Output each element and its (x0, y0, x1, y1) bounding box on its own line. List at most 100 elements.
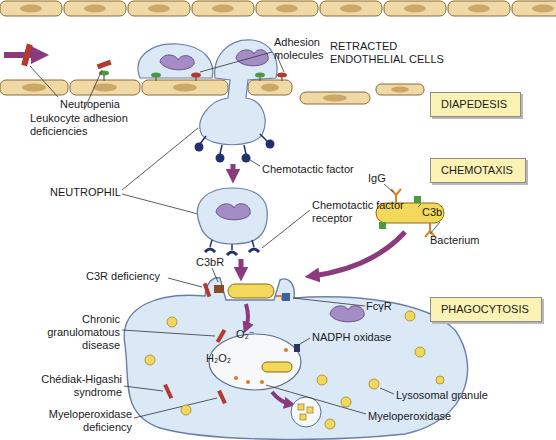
neutrophil (200, 40, 277, 145)
illustration-part (284, 348, 288, 352)
illustration-part (249, 249, 259, 252)
nucleus (330, 306, 364, 322)
flow-arrow (312, 232, 405, 276)
phagocyte (124, 278, 467, 440)
illustration-part (260, 380, 264, 384)
flow-arrow (239, 259, 244, 274)
illustration-part (323, 95, 347, 102)
illustration-part (227, 252, 237, 255)
part-label: Lysosomal granule (396, 389, 488, 402)
part-label: FcγR (366, 300, 392, 313)
part-label: O₂⁻ (236, 328, 255, 341)
illustration-part (195, 143, 204, 152)
part-label: Myeloperoxidase (368, 410, 451, 423)
illustration-part (145, 355, 155, 365)
fc-receptor (282, 293, 290, 301)
stage-box: CHEMOTAXIS (430, 158, 526, 183)
c3b-fragment (414, 196, 421, 203)
illustration-part (266, 140, 275, 149)
leader-line (134, 398, 217, 418)
illustration-part (22, 84, 46, 92)
part-label: IgG (368, 172, 386, 185)
illustration-part (93, 84, 117, 92)
part-label: Bacterium (430, 234, 480, 247)
illustration-part (277, 73, 287, 78)
illustration-part (307, 407, 313, 413)
illustration-part (261, 84, 279, 92)
leader-line (266, 385, 366, 414)
flow-arrow (246, 304, 248, 328)
illustration-part (300, 414, 306, 420)
illustration-part (0, 1, 62, 16)
block-bar (163, 384, 173, 399)
part-label: Chédiak-Higashi syndrome (28, 373, 122, 399)
adhesion-molecule-head (99, 71, 287, 78)
illustration-part (405, 311, 415, 321)
block-bar (217, 390, 227, 404)
illustration-part (191, 73, 201, 78)
leader-line (262, 210, 310, 248)
illustration-part (300, 92, 370, 104)
chemotactic-factor-receptor (205, 240, 259, 255)
illustration-part (468, 5, 490, 13)
leader-line (122, 330, 215, 336)
illustration-part (151, 73, 161, 78)
part-label: C3bR (196, 256, 224, 269)
illustration-part (255, 73, 265, 78)
part-label: Chronic granulomatous disease (38, 313, 120, 352)
block-bar (97, 60, 112, 69)
illustration-part (436, 376, 444, 384)
myeloperoxidase-dot (234, 348, 288, 384)
illustration-part (173, 84, 197, 92)
illustration-part (216, 154, 225, 163)
bacterium (228, 284, 274, 298)
illustration-part (325, 419, 335, 429)
stage-box: DIAPEDESIS (430, 92, 521, 117)
illustration-part (142, 80, 228, 95)
illustration-part (369, 379, 379, 389)
digested-bacterium (298, 404, 313, 420)
leader-line (300, 338, 310, 344)
illustration-part (404, 5, 426, 13)
igg-antibody (276, 296, 282, 300)
c3b-receptor (214, 285, 224, 293)
illustration-part (244, 145, 246, 154)
illustration-part (448, 1, 510, 16)
illustration-part (260, 134, 267, 141)
illustration-part (248, 80, 292, 95)
illustration-part (242, 154, 251, 163)
illustration-part (231, 244, 233, 250)
illustration-part (376, 84, 424, 95)
part-label: Neutropenia (60, 98, 120, 111)
leader-line (122, 128, 198, 190)
nucleus (160, 55, 194, 70)
illustration-part (384, 1, 446, 16)
part-label: Chemotactic factor receptor (312, 199, 422, 225)
flow-arrow (231, 164, 236, 176)
illustration-part (252, 240, 254, 247)
part-label: Myeloperoxidase deficiency (38, 408, 132, 434)
block-bar (203, 283, 212, 298)
c3b-fragment (379, 222, 386, 229)
illustration-part (276, 5, 298, 13)
part-label: H₂O₂ (206, 352, 231, 365)
part-label: NADPH oxidase (312, 331, 391, 344)
part-label: Chemotactic factor (262, 163, 354, 176)
illustration-part (298, 404, 304, 410)
leader-line (200, 52, 272, 72)
chemotactic-factor (200, 134, 267, 154)
part-label: C3b (422, 206, 442, 219)
illustration-part (84, 5, 106, 13)
part-label: Adhesion molecules (274, 36, 338, 62)
flow-arrow (272, 392, 290, 404)
stage-title: DIAPEDESIS (441, 98, 510, 111)
leader-line (122, 194, 198, 214)
nadph-oxidase (294, 344, 300, 352)
block-bar (216, 329, 226, 343)
illustration-part (181, 405, 191, 415)
illustration-part (340, 5, 362, 13)
illustration-part (212, 5, 234, 13)
leader-line (168, 278, 202, 287)
bacterium (262, 362, 292, 372)
illustration-part (20, 5, 42, 13)
